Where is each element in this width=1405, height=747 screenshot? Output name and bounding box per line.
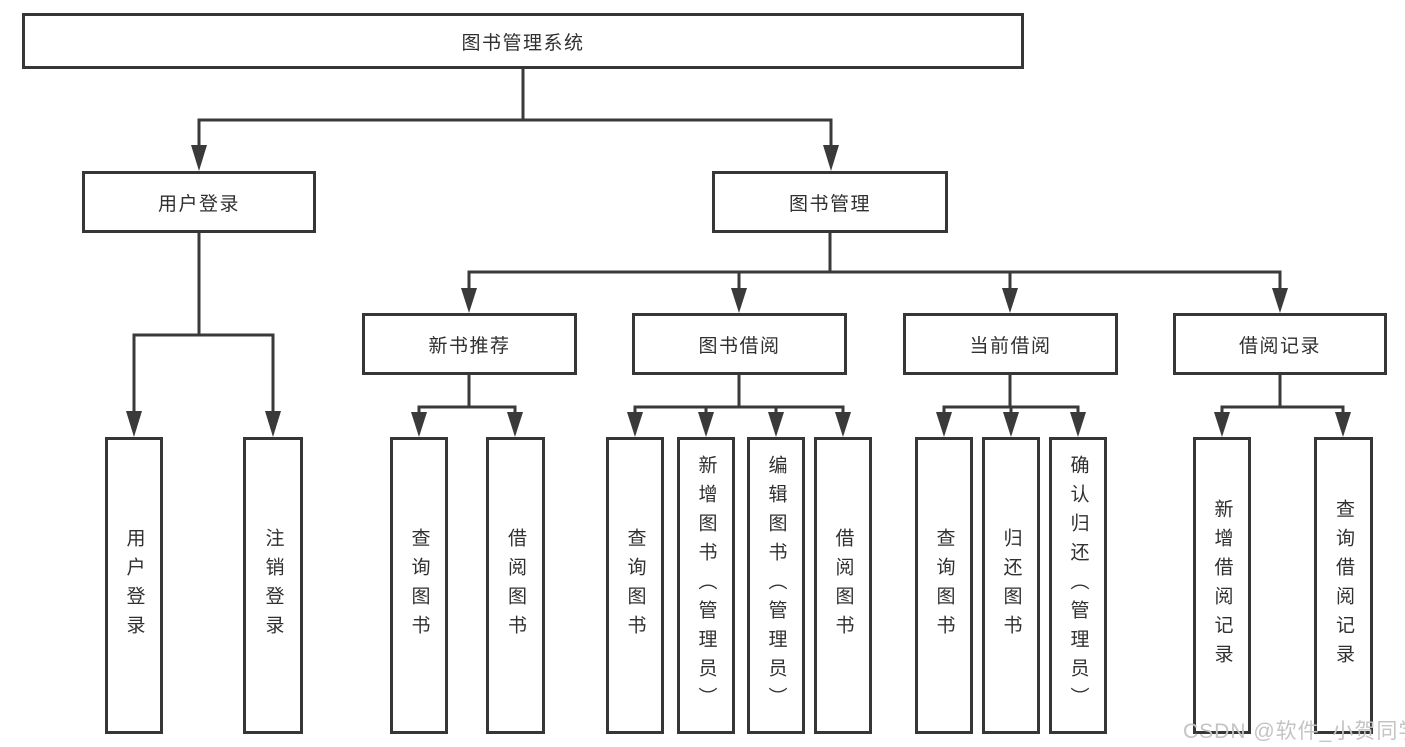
leaf-user-login: 用户登录 [105, 437, 163, 734]
node-book-management: 图书管理 [712, 171, 948, 233]
node-current-borrow: 当前借阅 [903, 313, 1118, 375]
arrowhead-icons [126, 145, 1351, 437]
leaf-query-books-borrow: 查询图书 [606, 437, 664, 734]
node-root-library-system: 图书管理系统 [22, 13, 1024, 69]
leaf-edit-book-admin: 编辑图书（管理员） [747, 437, 805, 734]
node-user-login: 用户登录 [82, 171, 316, 233]
leaf-borrow-books-recommend: 借阅图书 [486, 437, 545, 734]
node-new-book-recommend: 新书推荐 [362, 313, 577, 375]
watermark: CSDN @软件_小贺同学 [1183, 720, 1405, 743]
node-borrow-records: 借阅记录 [1173, 313, 1387, 375]
leaf-add-borrow-record: 新增借阅记录 [1193, 437, 1251, 734]
node-book-borrow: 图书借阅 [632, 313, 847, 375]
leaf-logout: 注销登录 [243, 437, 303, 734]
leaf-query-books-current: 查询图书 [915, 437, 973, 734]
leaf-borrow-books: 借阅图书 [814, 437, 872, 734]
leaf-query-borrow-record: 查询借阅记录 [1314, 437, 1373, 734]
leaf-query-books-recommend: 查询图书 [390, 437, 448, 734]
leaf-return-book: 归还图书 [982, 437, 1040, 734]
leaf-confirm-return-admin: 确认归还（管理员） [1049, 437, 1107, 734]
leaf-add-book-admin: 新增图书（管理员） [677, 437, 735, 734]
